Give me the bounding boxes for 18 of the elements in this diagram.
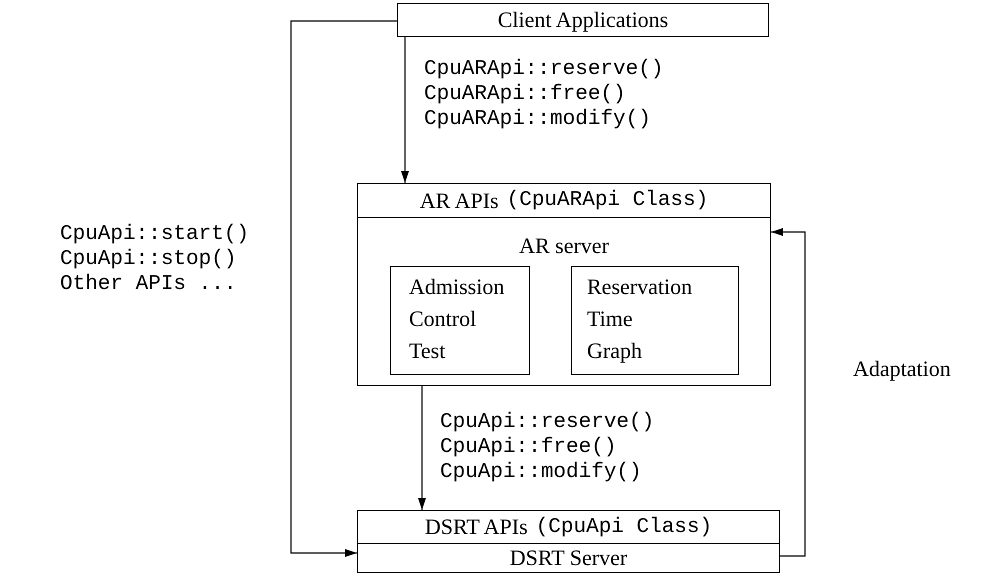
node-text: AR server (518, 232, 610, 260)
process-box (397, 3, 769, 37)
process-box (571, 266, 739, 375)
node-text: DSRT Server (508, 544, 628, 572)
node-text: Client Applications (496, 6, 670, 34)
arrow (771, 228, 806, 557)
class-name: (CpuARApi Class) (506, 189, 708, 212)
node-text: Admission Control Test (409, 273, 506, 365)
node-text: Reservation Time Graph (587, 273, 692, 365)
process-box (390, 266, 530, 375)
arrow (401, 37, 409, 183)
class-name: (CpuApi Class) (536, 516, 712, 538)
header-title: AR APIs (420, 188, 499, 214)
arrow (418, 386, 426, 510)
server-box (357, 510, 780, 573)
server-box (357, 183, 771, 386)
arrow (290, 20, 397, 557)
header-title: DSRT APIs (424, 514, 528, 540)
